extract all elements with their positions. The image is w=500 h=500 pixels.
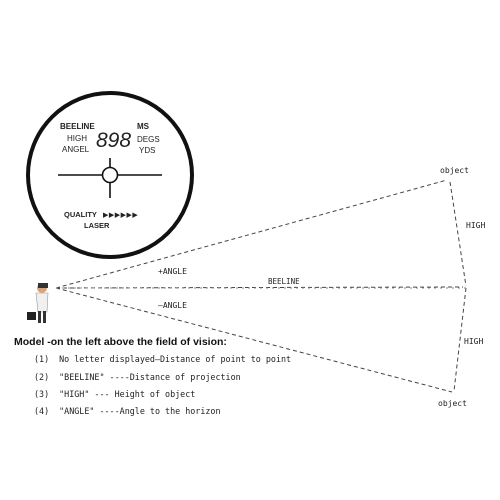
lcd-yds: YDS <box>139 146 155 155</box>
label-high-lower: HIGH <box>464 337 483 346</box>
lcd-degs: DEGS <box>137 135 160 144</box>
observer-leg-left <box>38 311 41 323</box>
label-beeline: BEELINE <box>268 277 300 286</box>
lcd-quality-label: QUALITY <box>64 210 97 219</box>
line-horizontal <box>55 286 464 289</box>
lcd-angel: ANGEL <box>62 145 90 154</box>
observer-body <box>35 292 49 313</box>
line-to-top-object <box>55 179 448 289</box>
lcd-reading: 898 <box>96 129 131 152</box>
line-vertical-upper <box>449 181 467 287</box>
lcd-beeline: BEELINE <box>60 122 95 131</box>
label-object-bottom: object <box>438 399 467 408</box>
binoculars-icon <box>38 283 48 288</box>
label-plus-angle: +ANGLE <box>158 267 187 276</box>
label-high-upper: HIGH <box>466 221 485 230</box>
observer-leg-right <box>43 311 46 323</box>
crosshair-reticle <box>101 166 119 184</box>
briefcase-icon <box>27 312 36 320</box>
viewfinder: BEELINE HIGH ANGEL 898 MS DEGS YDS QUALI… <box>26 91 194 259</box>
line-to-bottom-object <box>55 287 453 393</box>
line-vertical-lower <box>453 287 467 392</box>
lcd-laser: LASER <box>84 221 110 230</box>
lcd-high: HIGH <box>67 134 87 143</box>
viewfinder-ring <box>26 91 194 259</box>
label-object-top: object <box>440 166 469 175</box>
measurement-lines <box>55 179 467 393</box>
lcd-quality-arrows: ▶▶▶▶▶▶ <box>103 212 138 219</box>
observer-figure <box>27 283 49 323</box>
lcd-ms: MS <box>137 122 150 131</box>
label-minus-angle: —ANGLE <box>158 301 187 310</box>
